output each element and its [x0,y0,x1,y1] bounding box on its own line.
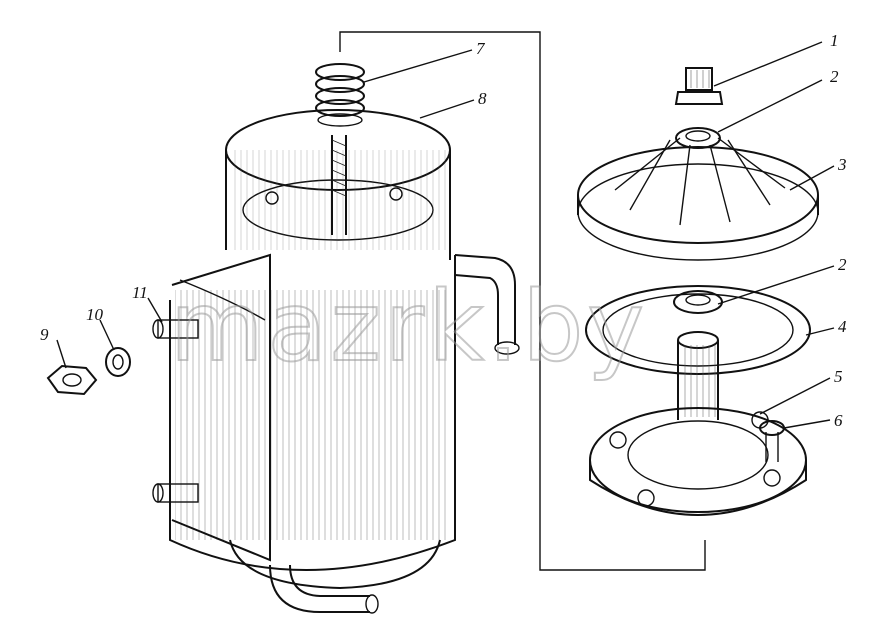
stud-lower [152,483,199,503]
spring [315,63,365,127]
callout-6: 6 [834,411,843,430]
base-flange [589,407,807,516]
callout-7: 7 [476,39,486,58]
callout-2-lower: 2 [838,255,847,274]
sealing-ring-upper [675,127,721,149]
callout-2-upper: 2 [830,67,839,86]
callout-4: 4 [838,317,847,336]
housing-body [152,109,520,614]
callout-1: 1 [830,31,839,50]
plug [674,67,724,105]
spring-washer [105,347,131,377]
callout-labels: 1 2 3 2 4 5 6 7 8 9 10 11 [40,31,847,430]
callout-5: 5 [834,367,843,386]
watermark-text: mazrk.by [170,271,648,383]
callout-3: 3 [837,155,847,174]
callout-9: 9 [40,325,49,344]
assembly-bracket-lines [339,31,706,571]
callout-11: 11 [132,283,148,302]
central-tube [677,331,719,420]
hex-nut [46,364,98,396]
leader-lines [56,41,835,429]
callout-8: 8 [478,89,487,108]
callout-10: 10 [86,305,104,324]
stud-upper [152,319,199,339]
cover-disc [577,137,819,261]
